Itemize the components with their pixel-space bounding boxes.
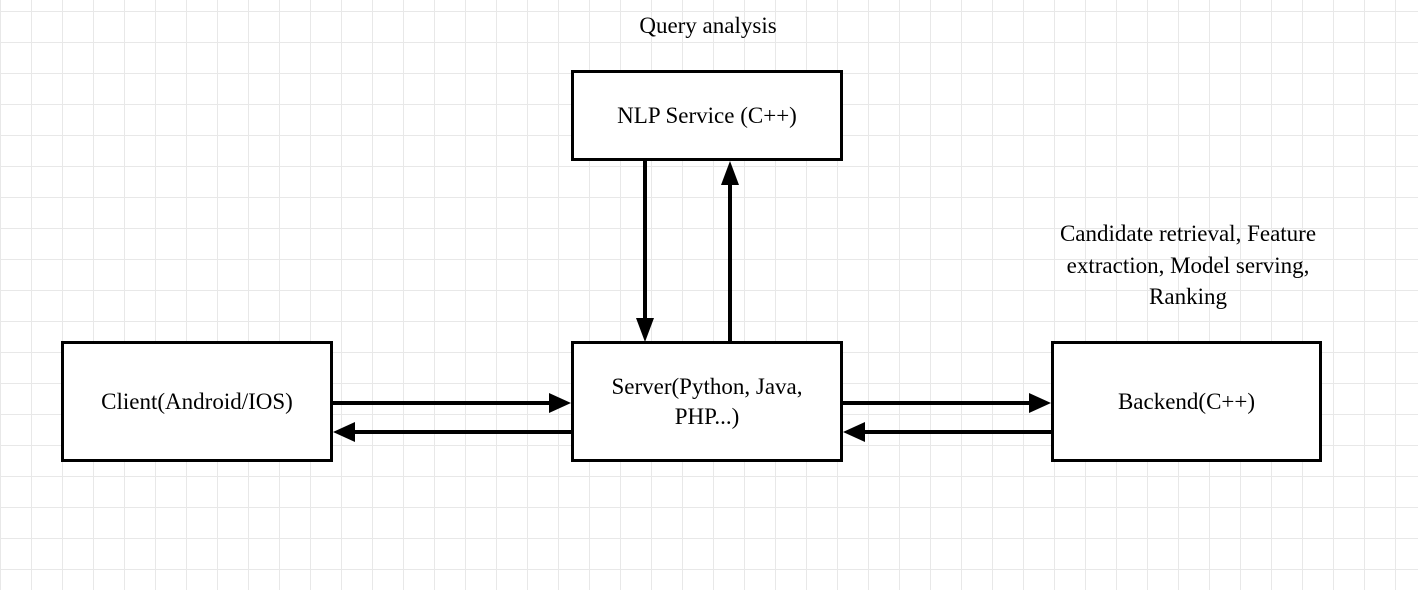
node-server[interactable]: Server(Python, Java, PHP...) (571, 341, 843, 462)
connector-server-to-nlp (715, 161, 745, 342)
arrowhead-up-icon (721, 161, 739, 185)
connector-server-to-client (333, 420, 571, 444)
connector-backend-to-server (843, 420, 1051, 444)
connector-server-to-backend (843, 391, 1051, 415)
connector-client-to-server (333, 391, 571, 415)
node-backend-label: Backend(C++) (1117, 388, 1256, 414)
arrowhead-left-icon (843, 422, 865, 442)
node-client-label: Client(Android/IOS) (101, 388, 293, 414)
node-nlp-service[interactable]: NLP Service (C++) (571, 70, 843, 161)
node-client[interactable]: Client(Android/IOS) (61, 341, 333, 462)
arrowhead-right-icon (1029, 393, 1051, 413)
node-backend[interactable]: Backend(C++) (1051, 341, 1322, 462)
connector-nlp-to-server (630, 161, 660, 342)
node-server-label: Server(Python, Java, PHP...) (611, 374, 803, 429)
arrowhead-left-icon (333, 422, 355, 442)
node-nlp-service-label: NLP Service (C++) (617, 102, 797, 128)
caption-backend-responsibilities: Candidate retrieval, Feature extraction,… (1059, 221, 1317, 310)
arrowhead-right-icon (549, 393, 571, 413)
arrowhead-down-icon (636, 318, 654, 342)
caption-query-analysis: Query analysis (639, 13, 777, 38)
